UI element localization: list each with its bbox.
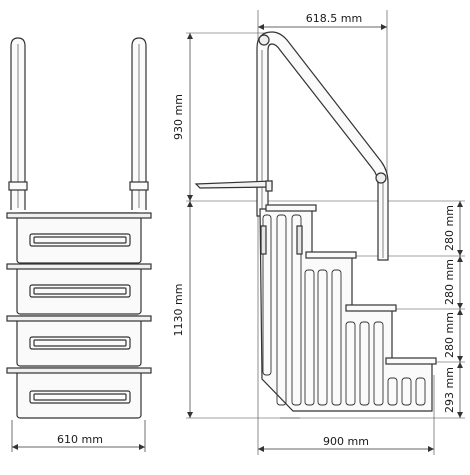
step-rise-3-label: 280 mm [443,312,456,358]
front-step-4 [6,367,152,419]
base-depth-dimension [258,446,434,452]
front-step-3 [6,315,152,367]
height-dimensions [187,33,193,418]
handrail-reach-dimension [258,24,387,30]
front-step-1 [6,212,152,264]
step-rise-dimensions [457,201,463,418]
step-rise-1-label: 280 mm [443,205,456,251]
handrail-height-label: 930 mm [172,94,185,140]
front-width-dimension [11,420,146,452]
handrail-reach-label: 618.5 mm [306,12,362,25]
front-view [6,37,152,419]
front-step-2 [6,263,152,315]
side-handrail [256,31,389,261]
step-rise-2-label: 280 mm [443,259,456,305]
total-height-label: 1130 mm [172,284,185,337]
step-rise-bottom-label: 293 mm [443,367,456,413]
front-width-label: 610 mm [57,433,103,446]
front-handrail-left [8,37,28,210]
base-depth-label: 900 mm [323,435,369,448]
front-handrail-right [129,37,149,210]
side-staircase [259,204,437,412]
side-platform [194,180,273,192]
